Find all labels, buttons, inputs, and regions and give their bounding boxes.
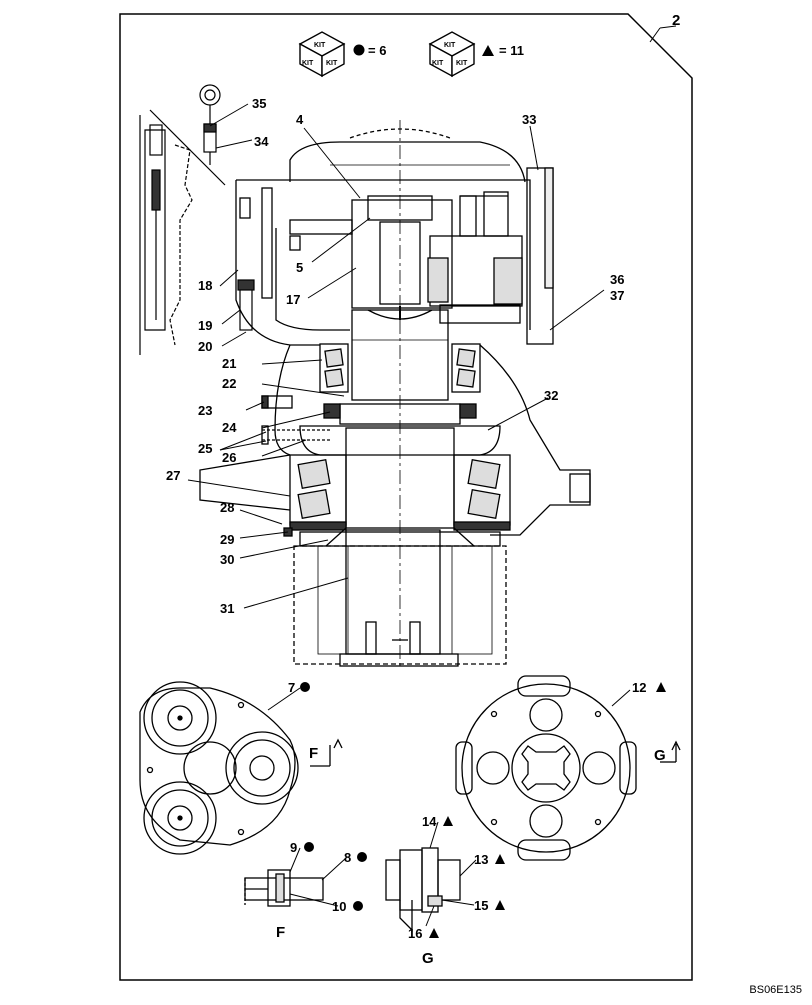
level-gauge-detail — [139, 84, 255, 355]
kit-label: KIT — [302, 60, 314, 67]
callout-22: 22 — [222, 376, 236, 391]
callout-28: 28 — [220, 500, 234, 515]
callout-23: 23 — [198, 403, 212, 418]
kit-label: KIT — [444, 42, 456, 49]
callout-18: 18 — [198, 278, 212, 293]
callout-26: 26 — [222, 450, 236, 465]
callout-12: 12 — [632, 680, 646, 695]
callout-17: 17 — [286, 292, 300, 307]
callout-20: 20 — [198, 339, 212, 354]
kit-count-triangle: = 11 — [499, 43, 524, 58]
planet-carrier-view — [139, 681, 343, 855]
callout-35: 35 — [252, 96, 266, 111]
callout-30: 30 — [220, 552, 234, 567]
leader-lines — [187, 103, 631, 927]
kit-label: KIT — [456, 60, 468, 67]
triangle-icon — [482, 45, 494, 56]
callout-36: 36 — [610, 272, 624, 287]
callout-5: 5 — [296, 260, 303, 275]
callout-15: 15 — [474, 898, 488, 913]
kit-label: KIT — [314, 42, 326, 49]
callout-9: 9 — [290, 840, 297, 855]
callout-19: 19 — [198, 318, 212, 333]
callout-4: 4 — [296, 112, 304, 127]
callout-32: 32 — [544, 388, 558, 403]
view-arrow-f: F — [309, 745, 318, 762]
drawing-code: BS06E135 — [749, 984, 802, 996]
main-assembly — [199, 120, 591, 670]
callout-16: 16 — [408, 926, 422, 941]
kit-label: KIT — [432, 60, 444, 67]
detail-g — [385, 847, 461, 932]
kit-label: KIT — [326, 60, 338, 67]
detail-f — [244, 869, 324, 907]
callout-13: 13 — [474, 852, 488, 867]
callout-37: 37 — [610, 288, 624, 303]
callout-29: 29 — [220, 532, 234, 547]
callout-24: 24 — [222, 420, 237, 435]
triangle-icon — [495, 854, 505, 864]
detail-f-title: F — [276, 924, 285, 941]
callout-7: 7 — [288, 680, 295, 695]
circle-icon — [353, 901, 363, 911]
circle-icon — [304, 842, 314, 852]
triangle-icon — [443, 816, 453, 826]
callout-31: 31 — [220, 601, 234, 616]
callout-21: 21 — [222, 356, 236, 371]
callout-27: 27 — [166, 468, 180, 483]
kit-box-1: KIT KIT KIT — [298, 31, 346, 78]
callout-25: 25 — [198, 441, 212, 456]
circle-icon — [357, 852, 367, 862]
view-arrow-g: G — [654, 747, 666, 764]
triangle-icon — [495, 900, 505, 910]
detail-g-title: G — [422, 950, 434, 967]
callout-14: 14 — [422, 814, 437, 829]
page-number: 2 — [672, 12, 680, 29]
kit-box-2: KIT KIT KIT — [428, 31, 476, 78]
callout-33: 33 — [522, 112, 536, 127]
callout-34: 34 — [254, 134, 269, 149]
triangle-icon — [429, 928, 439, 938]
callout-10: 10 — [332, 899, 346, 914]
circle-icon — [300, 682, 310, 692]
sun-gear-view — [455, 675, 681, 861]
triangle-icon — [656, 682, 666, 692]
circle-icon — [353, 44, 365, 56]
kit-count-circle: = 6 — [368, 43, 386, 58]
callout-labels: 4 5 17 18 19 20 21 22 23 24 25 26 27 28 … — [166, 96, 666, 941]
page-frame — [119, 13, 693, 981]
callout-8: 8 — [344, 850, 351, 865]
